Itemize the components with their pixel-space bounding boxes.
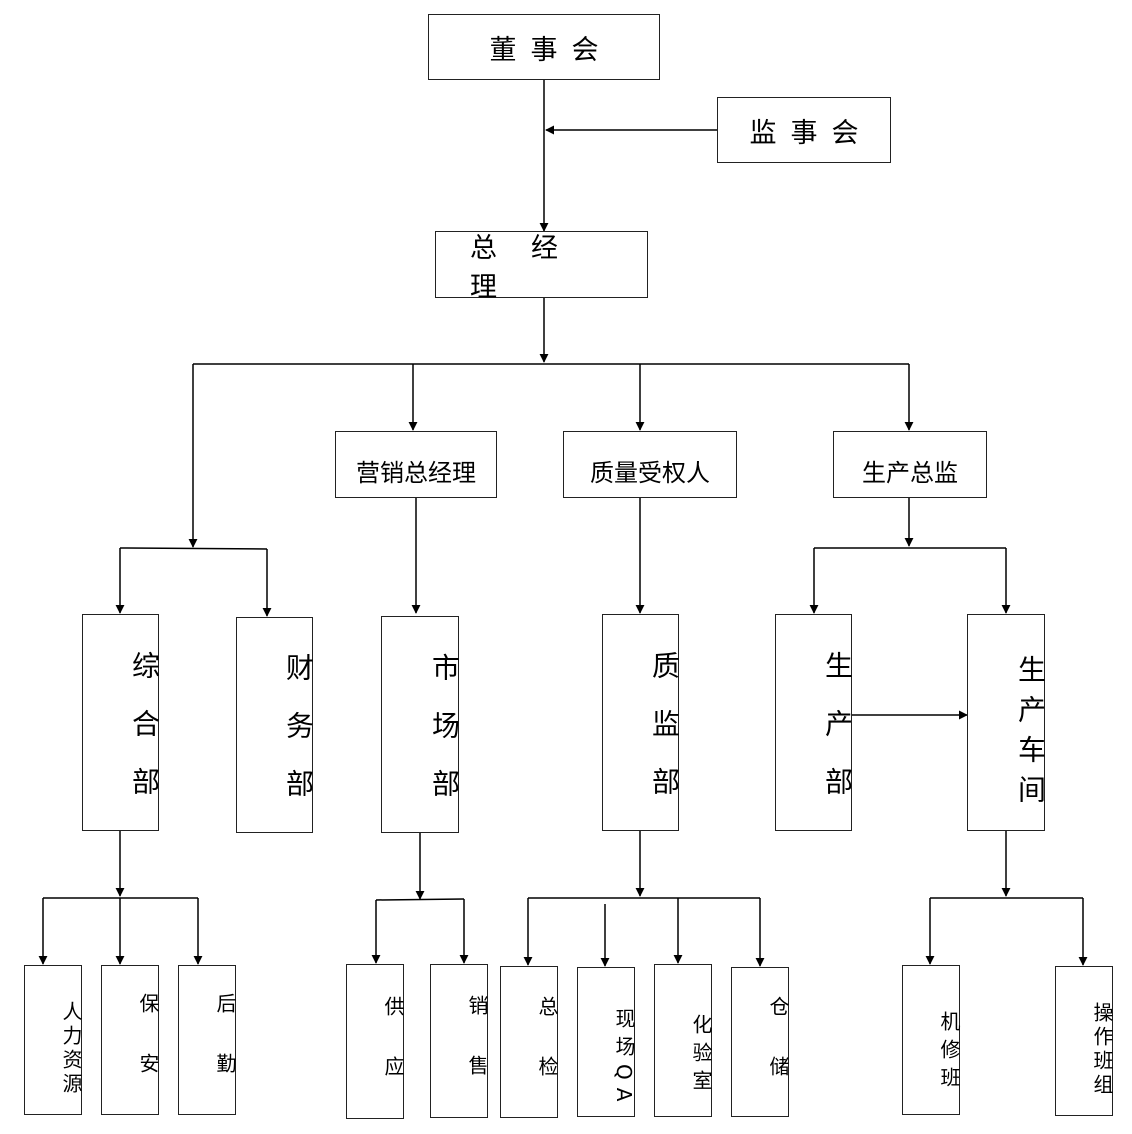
node-maintenance: 机修班 [902, 965, 961, 1115]
node-market-dept: 市场部 [381, 616, 461, 833]
node-hr: 人力资源 [24, 965, 83, 1115]
node-onsite-qa: 现场QA [577, 967, 636, 1117]
node-admin-dept: 综合部 [82, 614, 161, 831]
node-supply: 供应 [346, 964, 405, 1119]
node-security: 保安 [101, 965, 160, 1115]
node-sales: 销售 [430, 964, 489, 1118]
node-supervisors: 监事会 [717, 97, 891, 163]
node-logistics: 后勤 [178, 965, 237, 1115]
node-production-dept: 生产部 [775, 614, 854, 831]
node-lab: 化验室 [654, 964, 713, 1117]
node-sales-gm: 营销总经理 [335, 431, 497, 498]
node-warehouse: 仓储 [731, 967, 790, 1117]
node-prod-director: 生产总监 [833, 431, 987, 498]
bus-admin-finance [119, 547, 268, 550]
node-operation-team: 操作班组 [1055, 966, 1114, 1116]
node-general-manager: 总经理 [435, 231, 648, 303]
bus-market-level4 [375, 898, 465, 901]
node-quality-dept: 质监部 [602, 614, 681, 831]
node-board: 董事会 [428, 14, 660, 80]
node-finance-dept: 财务部 [236, 617, 315, 833]
node-final-inspection: 总检 [500, 966, 559, 1118]
node-qa-person: 质量受权人 [563, 431, 737, 498]
node-workshop: 生产车间 [967, 614, 1047, 831]
